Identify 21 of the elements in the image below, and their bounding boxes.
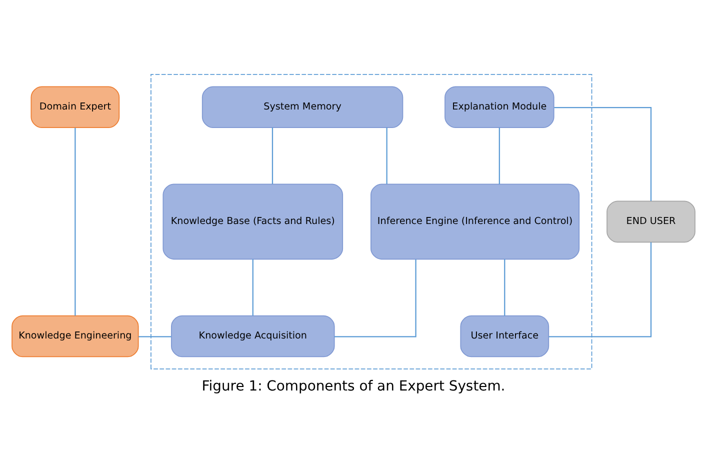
node-box: Knowledge Acquisition — [171, 314, 335, 357]
node-box: Inference Engine (Inference and Control) — [370, 183, 580, 260]
connector — [498, 127, 500, 184]
node-box: Explanation Module — [444, 86, 554, 128]
node-box: END USER — [606, 200, 696, 242]
node-box: Knowledge Base (Facts and Rules) — [162, 183, 344, 260]
connector — [138, 336, 172, 337]
connector — [252, 258, 254, 316]
connector — [504, 258, 506, 316]
connector — [74, 127, 76, 316]
node-box: User Interface — [460, 314, 550, 357]
node-box: Domain Expert — [30, 86, 120, 128]
node-box: Knowledge Engineering — [12, 314, 139, 357]
node-box: System Memory — [202, 86, 404, 128]
caption: Figure 1: Components of an Expert System. — [202, 378, 506, 394]
cluster — [150, 74, 592, 369]
connector — [554, 106, 652, 200]
connector — [334, 258, 416, 337]
connector — [548, 242, 652, 337]
connector — [272, 127, 274, 184]
connector — [386, 127, 388, 184]
